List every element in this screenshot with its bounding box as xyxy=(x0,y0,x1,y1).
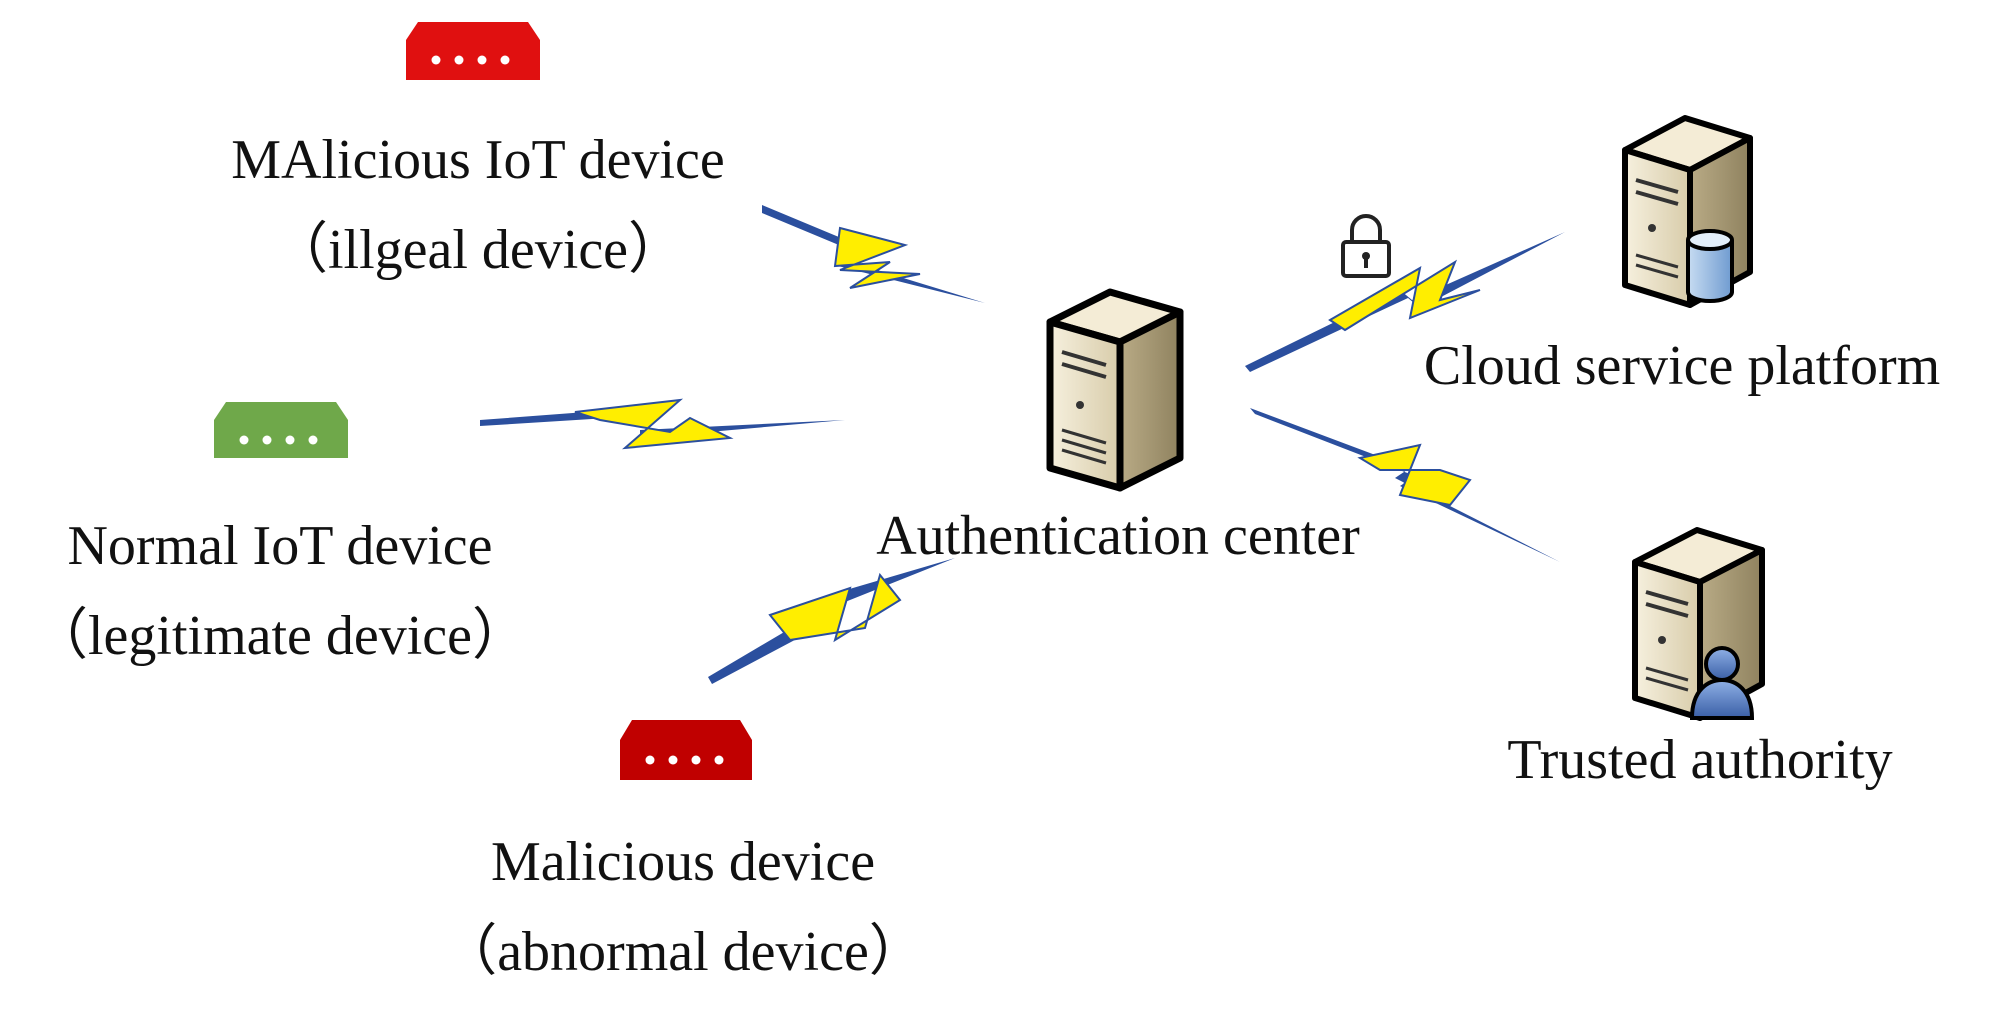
normal-iot-sublabel: （legitimate device） xyxy=(31,605,529,667)
malicious-iot-sublabel: （illgeal device） xyxy=(271,219,685,281)
link-auth-to-cloud xyxy=(1245,232,1565,372)
link-normal-iot-to-auth xyxy=(480,398,845,450)
normal-iot-label: Normal IoT device xyxy=(67,515,493,577)
malicious-device-label: Malicious device xyxy=(490,831,876,893)
database-icon xyxy=(1686,229,1734,303)
router-icon xyxy=(406,22,540,80)
auth-center-label: Authentication center xyxy=(876,505,1360,567)
user-icon xyxy=(1689,646,1755,720)
link-auth-to-trusted xyxy=(1250,408,1560,562)
server-icon xyxy=(1632,527,1765,721)
malicious-device-sublabel: （abnormal device） xyxy=(441,921,925,983)
link-malicious-device-to-auth xyxy=(708,558,955,684)
server-icon xyxy=(1046,288,1184,492)
malicious-iot-label: MAlicious IoT device xyxy=(231,129,725,191)
trusted-authority-label: Trusted authority xyxy=(1507,729,1893,791)
cloud-platform-label: Cloud service platform xyxy=(1423,335,1941,397)
router-icon xyxy=(620,720,752,780)
router-icon xyxy=(214,402,348,458)
lock-icon xyxy=(1341,214,1391,278)
link-malicious-iot-to-auth xyxy=(762,205,985,303)
